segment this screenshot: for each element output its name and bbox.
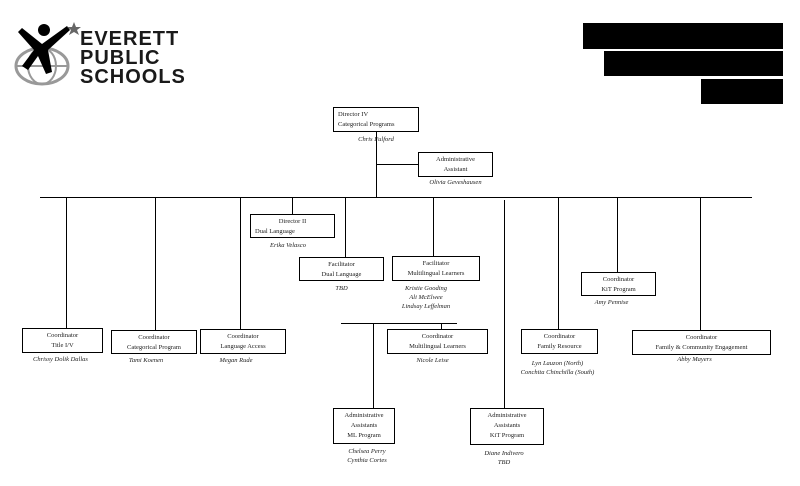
family-coord-name-2: Conchita Chinchilla (South) (520, 369, 595, 376)
lang-coord-box: Coordinator Language Access (200, 329, 286, 354)
ml-sub-horizontal-line (341, 323, 457, 324)
kit-admin-title-1: Administrative (487, 412, 527, 419)
runner-globe-icon (14, 22, 81, 86)
director-title-2: Categorical Programs (338, 121, 395, 128)
title-coord-box: Coordinator Title I/V (22, 328, 103, 353)
ml-admin-title-1: Administrative (344, 412, 384, 419)
ml-admin-names: Chelsea Perry Cynthia Cortes (336, 447, 398, 465)
kit-admin-box: Administrative Assistants KiT Program (470, 408, 544, 445)
cat-coord-name: Tami Koenen (128, 357, 164, 364)
logo-line-1: EVERETT (80, 28, 180, 50)
director-box: Director IV Categorical Programs (333, 107, 419, 132)
ml-coord-title-2: Multilingual Learners (409, 343, 466, 350)
dual-director-box: Director II Dual Language (250, 214, 335, 238)
drop-kit-coord (617, 197, 618, 272)
main-horizontal-line (40, 197, 752, 198)
engage-coord-title-2: Family & Community Engagement (655, 344, 748, 351)
kit-admin-name-1: Diane Indivero (484, 450, 524, 457)
kit-admin-names: Diane Indivero TBD (467, 449, 541, 467)
redacted-bar-2 (604, 51, 783, 76)
engage-coord-name: Abby Mayers (677, 356, 712, 363)
ml-admin-box: Administrative Assistants ML Program (333, 408, 395, 444)
ml-facilitator-name-2: Ali McElwee (409, 294, 443, 301)
cat-coord-box: Coordinator Categorical Program (111, 330, 197, 354)
kit-coord-box: Coordinator KiT Program (581, 272, 656, 296)
family-coord-names: Lyn Lauzon (North) Conchita Chinchilla (… (510, 359, 605, 377)
logo-line-2: PUBLIC (80, 47, 161, 69)
engage-coord-box: Coordinator Family & Community Engagemen… (632, 330, 771, 355)
title-coord-name: Chrissy Dolik Dallas (33, 356, 88, 363)
admin-assistant-name: Olivia Geveshausen (429, 179, 482, 186)
dual-facilitator-name: TBD (335, 285, 348, 292)
ml-admin-name-2: Cynthia Cortes (347, 457, 387, 464)
admin-assistant-box: Administrative Assistant (418, 152, 493, 177)
dual-facilitator-box: Facilitator Dual Language (299, 257, 384, 281)
ml-coord-name: Nicole Leise (416, 357, 449, 364)
ml-coord-title-1: Coordinator (421, 333, 454, 340)
lang-coord-title-1: Coordinator (227, 333, 259, 340)
ml-admin-name-1: Chelsea Perry (348, 448, 386, 455)
dual-director-title-2: Dual Language (255, 228, 295, 235)
admin-assistant-title-2: Assistant (443, 166, 468, 173)
director-title-1: Director IV (338, 111, 369, 118)
ml-facilitator-name-1: Kristie Gooding (404, 285, 448, 292)
family-coord-title-2: Family Resource (537, 343, 582, 350)
drop-ml-coord (441, 323, 442, 329)
drop-dual-director (292, 197, 293, 214)
dual-director-name: Erika Velasco (270, 242, 306, 249)
kit-coord-title-2: KiT Program (601, 286, 636, 293)
lang-coord-name: Megan Rude (219, 357, 253, 364)
cat-coord-title-1: Coordinator (138, 334, 170, 341)
title-coord-title-1: Coordinator (46, 332, 79, 339)
drop-title-coord (66, 197, 67, 328)
ml-facilitator-box: Facilitator Multilingual Learners (392, 256, 480, 281)
family-coord-box: Coordinator Family Resource (521, 329, 598, 354)
dual-director-title-1: Director II (278, 218, 307, 225)
drop-ml-facilitator (433, 197, 434, 256)
director-name: Chris Fulford (358, 136, 394, 143)
district-logo (12, 20, 182, 90)
drop-engage-coord (700, 197, 701, 330)
kit-admin-name-2: TBD (497, 459, 511, 466)
drop-dual-facilitator (345, 197, 346, 257)
logo-wordmark: EVERETT PUBLIC SCHOOLS (80, 28, 186, 88)
ml-coord-box: Coordinator Multilingual Learners (387, 329, 488, 354)
assistant-branch-line (376, 164, 418, 165)
cat-coord-title-2: Categorical Program (127, 344, 181, 351)
kit-coord-name: Amy Pennise (594, 299, 629, 306)
lang-coord-title-2: Language Access (220, 343, 266, 350)
kit-admin-title-2: Assistants (493, 422, 521, 429)
ml-facilitator-title-2: Multilingual Learners (407, 270, 465, 277)
redacted-bar-1 (583, 23, 783, 49)
kit-admin-title-3: KiT Program (489, 432, 525, 439)
drop-lang-coord (240, 197, 241, 329)
ml-admin-title-2: Assistants (350, 422, 378, 429)
engage-coord-title-1: Coordinator (685, 334, 718, 341)
redacted-bar-3 (701, 79, 783, 104)
ml-admin-title-3: ML Program (347, 432, 381, 439)
drop-ml-admin (373, 323, 374, 408)
drop-family-coord (558, 197, 559, 329)
ml-facilitator-names: Kristie Gooding Ali McElwee Lindsay Leff… (382, 284, 470, 311)
admin-assistant-title-1: Administrative (436, 156, 475, 163)
drop-kit-admin (504, 200, 505, 408)
ml-facilitator-title-1: Facilitator (422, 260, 450, 267)
family-coord-title-1: Coordinator (543, 333, 576, 340)
family-coord-name-1: Lyn Lauzon (North) (531, 360, 584, 367)
ml-facilitator-name-3: Lindsay Leffelman (401, 303, 451, 310)
title-coord-title-2: Title I/V (51, 342, 74, 349)
dual-facilitator-title-1: Facilitator (328, 261, 355, 268)
drop-cat-coord (155, 197, 156, 330)
dual-facilitator-title-2: Dual Language (321, 271, 362, 278)
kit-coord-title-1: Coordinator (602, 276, 635, 283)
logo-line-3: SCHOOLS (80, 66, 186, 88)
